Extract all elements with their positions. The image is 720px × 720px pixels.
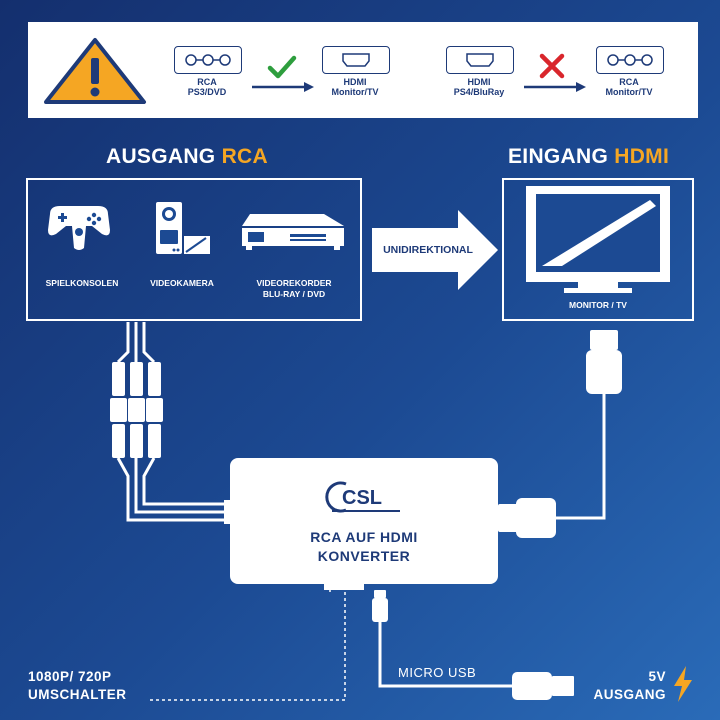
input-heading: EINGANG HDMI bbox=[508, 145, 669, 169]
device-label-video-recorder: VIDEOREKORDER BLU-RAY / DVD bbox=[234, 278, 354, 300]
forbidden-source-label: HDMI bbox=[467, 77, 491, 87]
resolution-switch-line1: 1080P/ 720P bbox=[28, 669, 112, 684]
allowed-target-label: HDMI bbox=[343, 77, 367, 87]
power-output-label: 5V AUSGANG bbox=[580, 668, 666, 704]
allowed-source-caption: RCA PS3/DVD bbox=[160, 77, 254, 97]
video-recorder-icon bbox=[242, 214, 344, 250]
input-heading-accent: HDMI bbox=[614, 145, 670, 168]
converter-title: RCA AUF HDMI KONVERTER bbox=[230, 528, 498, 566]
device-label-game-console: SPIELKONSOLEN bbox=[45, 278, 119, 288]
hdmi-port-icon bbox=[446, 46, 514, 74]
check-arrow bbox=[252, 55, 314, 92]
resolution-switch-line2: UMSCHALTER bbox=[28, 687, 127, 702]
power-output-line1: 5V bbox=[648, 669, 666, 684]
converter-brand: CSL bbox=[342, 487, 382, 509]
hdmi-plug-icon bbox=[586, 330, 622, 394]
forbidden-target-label: RCA bbox=[619, 77, 639, 87]
converter-title-line1: RCA AUF HDMI bbox=[310, 529, 418, 545]
power-output-line2: AUSGANG bbox=[593, 687, 666, 702]
device-label-video-camera: VIDEOKAMERA bbox=[150, 278, 214, 288]
rca-plug-icon bbox=[110, 362, 163, 458]
cross-icon bbox=[539, 53, 565, 79]
unidirectional-label: UNIDIREKTIONAL bbox=[383, 244, 473, 256]
micro-usb-label: MICRO USB bbox=[398, 665, 477, 680]
output-heading: AUSGANG RCA bbox=[106, 145, 268, 169]
micro-usb-plug-icon bbox=[372, 590, 388, 622]
allowed-source-label: RCA bbox=[197, 77, 217, 87]
rca-connector-icon bbox=[596, 46, 664, 74]
device-label-video-recorder-line1: VIDEOREKORDER bbox=[256, 278, 332, 288]
usb-plug-icon bbox=[512, 672, 574, 700]
unidirectional-arrow bbox=[372, 210, 498, 290]
rca-connector-icon bbox=[174, 46, 242, 74]
monitor-panel bbox=[502, 178, 694, 321]
video-camera-icon bbox=[156, 202, 210, 254]
allowed-target-sub: Monitor/TV bbox=[331, 87, 379, 97]
monitor-icon bbox=[526, 186, 670, 293]
csl-logo-icon: CSL bbox=[325, 481, 400, 513]
forbidden-source-caption: HDMI PS4/BluRay bbox=[432, 77, 526, 97]
hdmi-plug-icon bbox=[498, 498, 556, 538]
input-heading-prefix: EINGANG bbox=[508, 145, 615, 168]
forbidden-target-sub: Monitor/TV bbox=[605, 87, 653, 97]
allowed-target-caption: HDMI Monitor/TV bbox=[308, 77, 402, 97]
resolution-switch-label: 1080P/ 720P UMSCHALTER bbox=[28, 668, 127, 704]
allowed-source-sub: PS3/DVD bbox=[187, 87, 227, 97]
checkmark-icon bbox=[267, 55, 297, 79]
game-controller-icon bbox=[48, 206, 110, 250]
monitor-label: MONITOR / TV bbox=[569, 300, 627, 310]
output-heading-accent: RCA bbox=[221, 145, 268, 168]
converter-title-line2: KONVERTER bbox=[317, 548, 411, 564]
converter-box bbox=[230, 458, 498, 584]
forbidden-target-caption: RCA Monitor/TV bbox=[582, 77, 676, 97]
device-label-video-recorder-line2: BLU-RAY / DVD bbox=[262, 289, 326, 299]
forbidden-source-sub: PS4/BluRay bbox=[453, 87, 505, 97]
output-heading-prefix: AUSGANG bbox=[106, 145, 222, 168]
hdmi-port-icon bbox=[322, 46, 390, 74]
cross-arrow bbox=[524, 53, 586, 92]
lightning-bolt-icon bbox=[674, 666, 692, 702]
output-devices-panel bbox=[26, 178, 362, 321]
warning-icon bbox=[44, 38, 146, 104]
